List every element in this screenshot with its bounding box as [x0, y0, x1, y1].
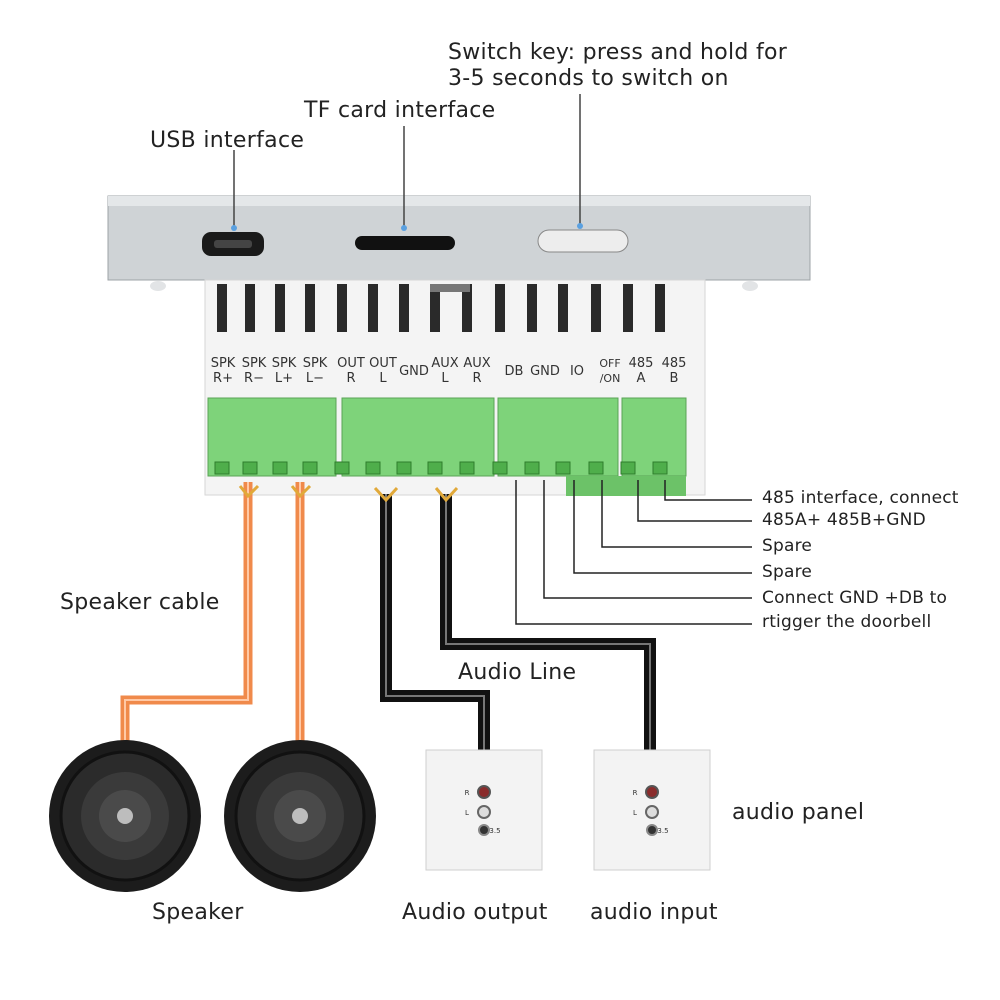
- terminal-screw: [652, 461, 668, 475]
- audio-line-output: [380, 494, 490, 752]
- pin: [558, 284, 568, 332]
- terminal-screw: [334, 461, 350, 475]
- pin: [275, 284, 285, 332]
- terminal-label: IO: [569, 364, 585, 379]
- speaker-right: [224, 740, 376, 892]
- audio-input-panel: [593, 749, 711, 871]
- terminal-screw: [459, 461, 475, 475]
- terminal-screw: [396, 461, 412, 475]
- pin: [623, 284, 633, 332]
- note-spare-2: Spare: [762, 562, 813, 582]
- terminal-screw: [524, 461, 540, 475]
- terminal-label: GND: [530, 364, 560, 379]
- pin: [495, 284, 505, 332]
- pin: [462, 284, 472, 332]
- audio-output-label: Audio output: [402, 900, 548, 925]
- jack-label-l-in: L: [633, 809, 637, 817]
- pin: [368, 284, 378, 332]
- jack-label-35-in: 3.5: [657, 827, 669, 835]
- pin: [217, 284, 227, 332]
- terminal-screw: [588, 461, 604, 475]
- terminal-screw: [555, 461, 571, 475]
- jack-label-r: R: [464, 789, 470, 797]
- switch-key-label-line1: Switch key: press and hold for: [448, 40, 788, 65]
- terminal-screw: [365, 461, 381, 475]
- terminal-screw: [272, 461, 288, 475]
- pin: [655, 284, 665, 332]
- audio-input-label: audio input: [590, 900, 718, 925]
- pin: [245, 284, 255, 332]
- speaker-left: [49, 740, 201, 892]
- terminal-screw: [620, 461, 636, 475]
- speaker-label: Speaker: [152, 900, 244, 925]
- usb-label: USB interface: [150, 128, 305, 153]
- pin: [399, 284, 409, 332]
- tf-card-label: TF card interface: [304, 98, 496, 123]
- terminal-screw: [302, 461, 318, 475]
- tf-card-slot: [355, 236, 455, 250]
- speaker-cable-left: [120, 482, 253, 748]
- pin: [430, 284, 440, 332]
- note-doorbell-line1: Connect GND +DB to: [762, 588, 948, 608]
- audio-line-label: Audio Line: [458, 660, 577, 685]
- audio-panel-label: audio panel: [732, 800, 865, 825]
- pin: [591, 284, 601, 332]
- note-485-line1: 485 interface, connect: [762, 488, 959, 508]
- speaker-cable-label: Speaker cable: [60, 590, 220, 615]
- pin: [527, 284, 537, 332]
- pin-strip: [217, 284, 665, 332]
- audio-line-input: [440, 494, 656, 752]
- pin: [305, 284, 315, 332]
- terminal-screw: [242, 461, 258, 475]
- terminal-label: OFF/ON: [599, 357, 621, 385]
- terminal-label: GND: [399, 364, 429, 379]
- note-spare-1: Spare: [762, 536, 813, 556]
- jack-label-l: L: [465, 809, 469, 817]
- switch-key: [537, 229, 629, 253]
- pin: [337, 284, 347, 332]
- note-485-line2: 485A+ 485B+GND: [762, 510, 926, 530]
- note-doorbell-line2: rtigger the doorbell: [762, 612, 932, 632]
- switch-key-label-line2: 3-5 seconds to switch on: [448, 66, 729, 91]
- terminal-screw: [427, 461, 443, 475]
- terminal-screw: [214, 461, 230, 475]
- audio-output-panel: [425, 749, 543, 871]
- terminal-label: DB: [504, 364, 524, 379]
- jack-label-35: 3.5: [489, 827, 501, 835]
- jack-label-r-in: R: [632, 789, 638, 797]
- terminal-screw: [492, 461, 508, 475]
